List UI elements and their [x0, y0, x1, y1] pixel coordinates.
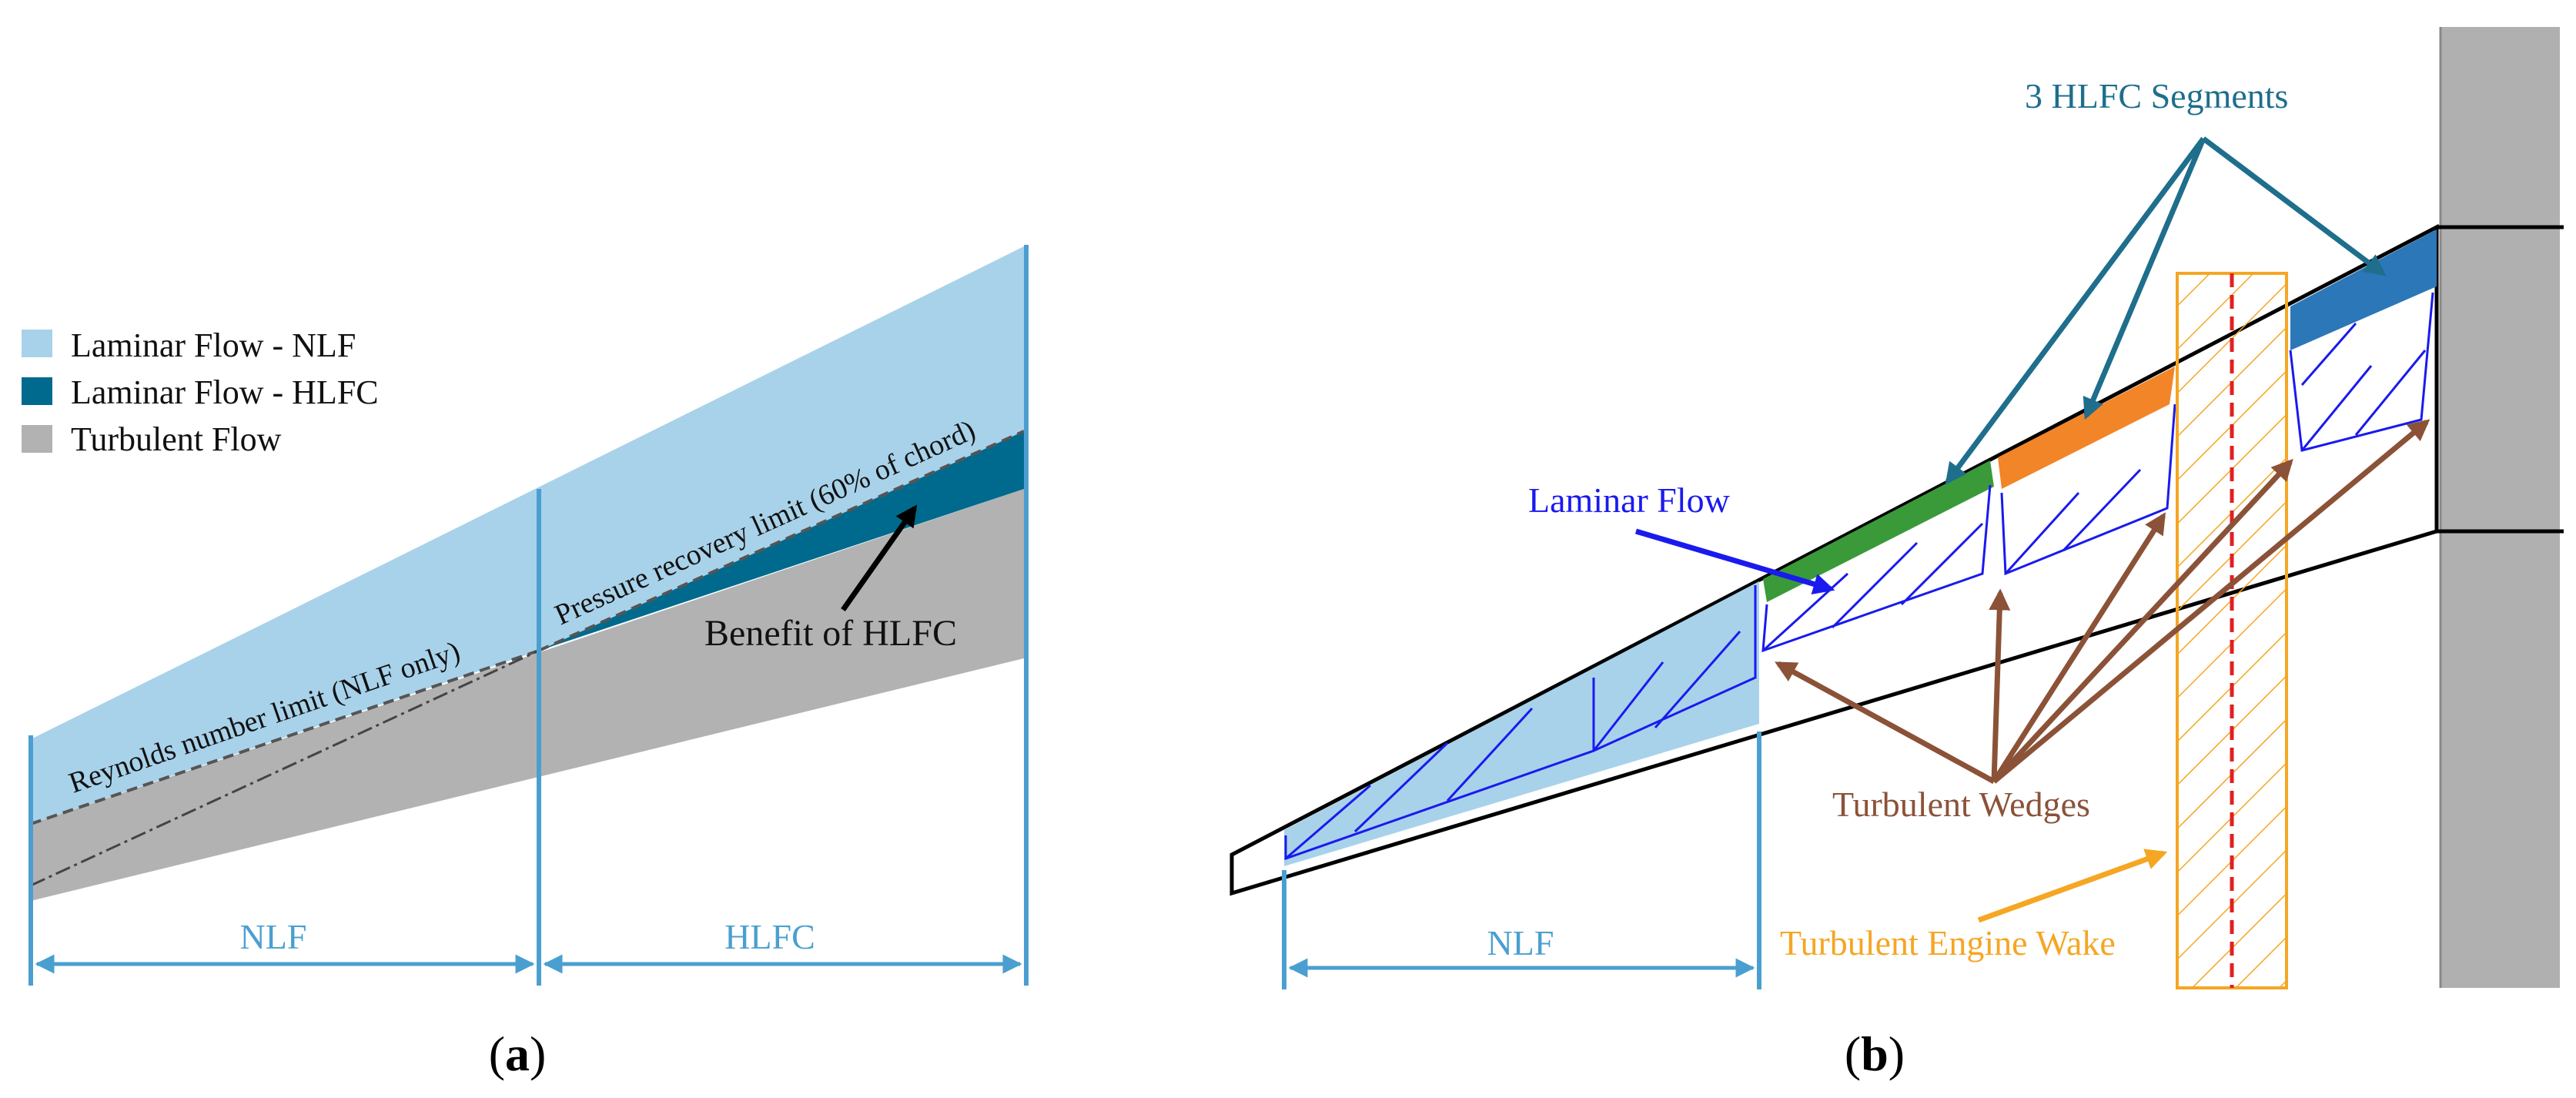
laminar-hatching	[1284, 292, 2434, 861]
fuselage	[2441, 27, 2560, 988]
legend-label-turbulent: Turbulent Flow	[71, 420, 282, 458]
nlf-dimension-label: NLF	[240, 917, 307, 956]
engine-wake-arrow	[1977, 849, 2168, 923]
caption-b: (b)	[1845, 1026, 1905, 1081]
legend-swatch-hlfc	[22, 377, 52, 405]
wing-nlf-dimension-label: NLF	[1487, 923, 1554, 962]
benefit-label: Benefit of HLFC	[704, 613, 957, 654]
benefit-arrow	[841, 504, 918, 612]
hlfc-segment-blue	[2290, 229, 2437, 350]
wing-nlf-region	[1284, 581, 1759, 866]
pressure-limit-line	[538, 430, 1025, 652]
segments-label: 3 HLFC Segments	[2025, 76, 2288, 115]
turbulent-wedges-label: Turbulent Wedges	[1832, 785, 2090, 824]
legend-label-hlfc: Laminar Flow - HLFC	[71, 373, 379, 411]
reynolds-extension-line	[30, 649, 540, 887]
nlf-region	[31, 246, 1024, 824]
legend-swatch-nlf	[22, 330, 52, 357]
legend-label-nlf: Laminar Flow - NLF	[71, 326, 356, 364]
caption-a: (a)	[489, 1026, 547, 1081]
reynolds-limit-line	[30, 649, 540, 825]
hlfc-segment-orange	[1998, 367, 2175, 489]
laminar-flow-arrow	[1635, 528, 1835, 595]
hlfc-segment-green	[1763, 460, 1994, 602]
turbulent-region	[31, 489, 1024, 901]
engine-wake-label: Turbulent Engine Wake	[1780, 923, 2116, 962]
panel-b: 3 HLFC Segments Laminar Flow Turbulent W…	[1229, 27, 2564, 1081]
legend: Laminar Flow - NLF Laminar Flow - HLFC T…	[22, 326, 379, 458]
laminar-flow-label: Laminar Flow	[1528, 480, 1731, 520]
legend-swatch-turbulent	[22, 425, 52, 453]
panel-a: NLF HLFC Reynolds number limit (NLF only…	[22, 245, 1029, 1081]
segments-arrows	[1945, 136, 2387, 485]
hlfc-dimension-label: HLFC	[724, 917, 815, 956]
turbulent-wedge-arrows	[1775, 419, 2430, 785]
